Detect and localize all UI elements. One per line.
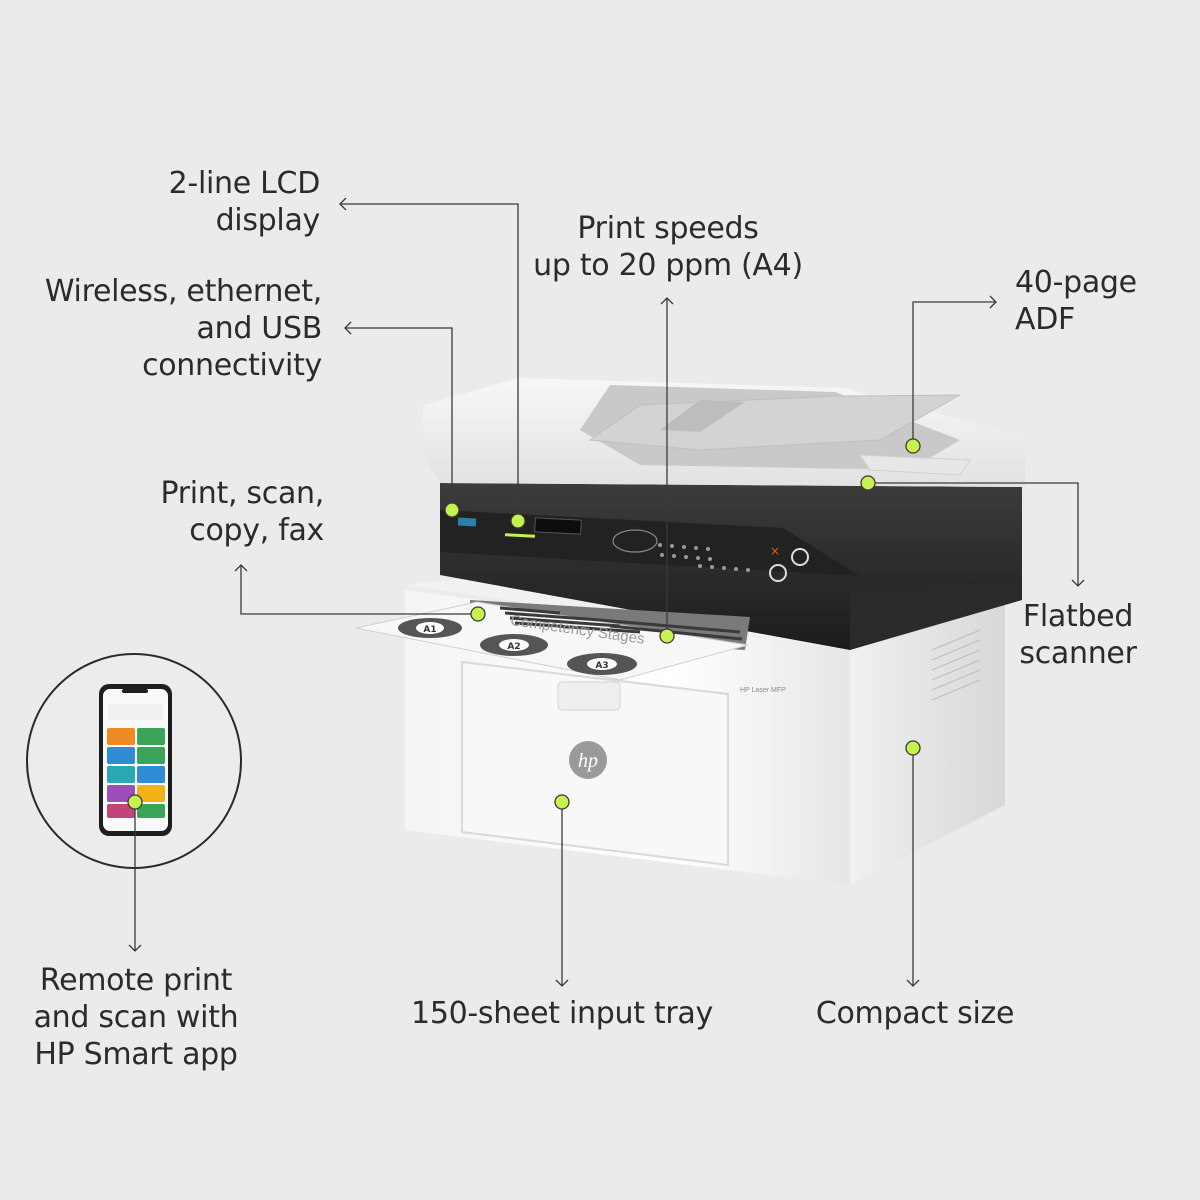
svg-text:×: × [770, 544, 780, 558]
marker-speed [659, 628, 675, 644]
control-panel: × [440, 510, 860, 582]
marker-size [905, 740, 921, 756]
paper-badge-a2: A2 [480, 634, 548, 656]
nav-dial [612, 529, 658, 553]
marker-lcd [510, 513, 526, 529]
marker-functions [470, 606, 486, 622]
leader-lines [134, 203, 1079, 986]
hp-smart-app-inset [26, 653, 242, 869]
marker-adf [905, 438, 921, 454]
svg-text:A2: A2 [507, 642, 520, 652]
callout-print-scan-copy-fax: Print, scan,copy, fax [160, 476, 324, 548]
svg-text:A1: A1 [423, 625, 436, 635]
marker-connectivity [444, 502, 460, 518]
marker-flatbed [860, 475, 876, 491]
scanner-lid [423, 378, 1025, 487]
app-tiles [107, 728, 165, 818]
start-icon [769, 564, 787, 582]
model-label: HP Laser MFP [740, 687, 786, 694]
callout-markers [127, 438, 921, 810]
output-paper: Competency Stages A1 A2 A3 [355, 600, 750, 681]
paper-badge-a3: A3 [567, 653, 637, 675]
arrowheads [128, 197, 1085, 987]
lcd-screen [534, 517, 582, 535]
paper-badge-a1: A1 [398, 618, 462, 638]
power-icon [791, 548, 809, 566]
callout-input-tray: 150-sheet input tray [411, 996, 713, 1031]
marker-tray [554, 794, 570, 810]
marker-app [127, 794, 143, 810]
hp-logo-text: hp [578, 750, 598, 772]
callout-compact-size: Compact size [815, 996, 1015, 1031]
hp-logo: hp [569, 741, 607, 779]
svg-text:A3: A3 [595, 661, 608, 671]
